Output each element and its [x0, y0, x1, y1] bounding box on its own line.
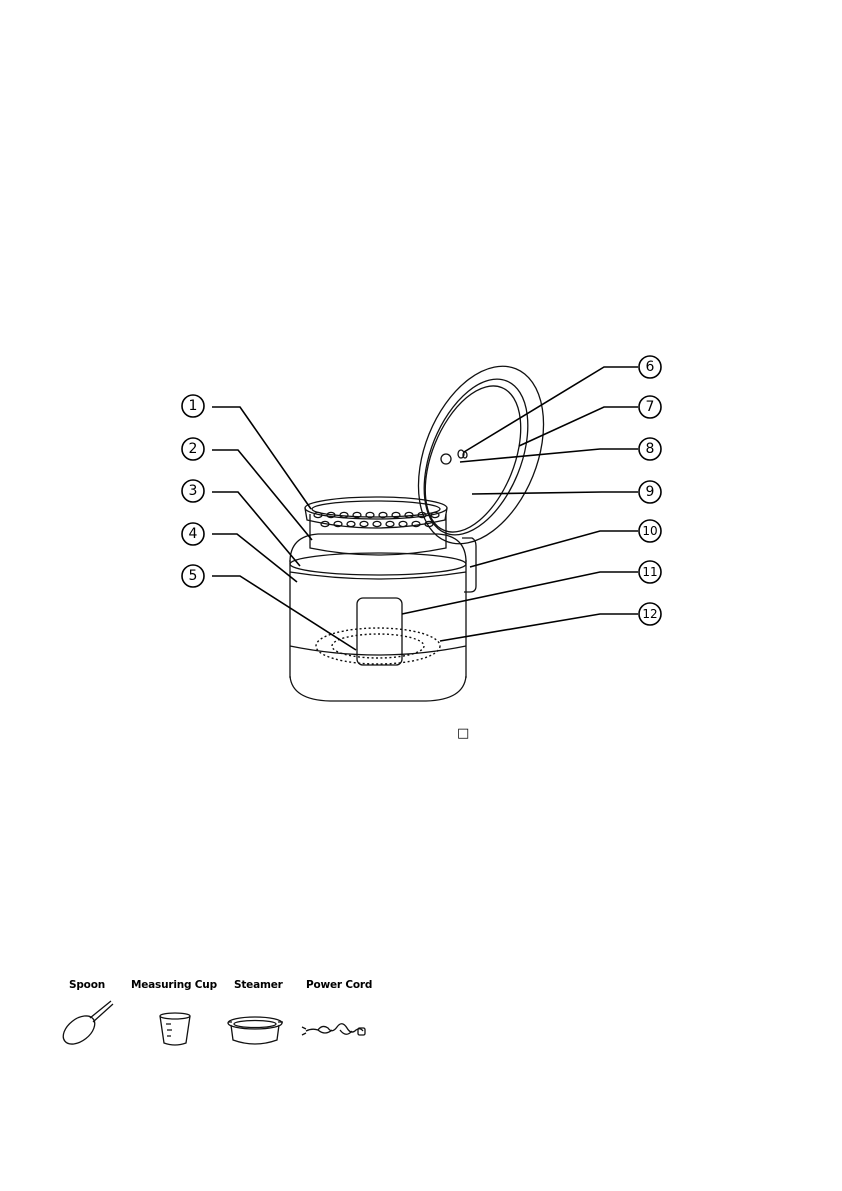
steamer-hole	[417, 511, 427, 519]
body-bottom	[289, 675, 467, 702]
hinge	[462, 537, 477, 593]
callout-circle-11	[638, 560, 662, 584]
steamer-hole	[398, 520, 408, 528]
rim-band	[289, 552, 467, 576]
callout-circle-1	[181, 394, 205, 418]
steamer-wall	[304, 507, 448, 529]
steamer-hole	[378, 511, 388, 519]
callout-circle-5	[181, 564, 205, 588]
steamer-hole	[404, 511, 414, 519]
steamer-hole	[430, 511, 440, 519]
callout-circle-8	[638, 437, 662, 461]
steamer-holes	[313, 511, 440, 528]
leader-line-11	[401, 571, 638, 615]
steamer-hole	[320, 520, 330, 528]
callout-number-5: 5	[189, 568, 198, 584]
lid-inner-plate	[424, 385, 522, 533]
steam-valve-cap-inner	[462, 451, 468, 459]
heating-plate-outer	[315, 627, 441, 665]
leader-line-4	[212, 533, 298, 583]
callout-number-11: 11	[642, 565, 657, 579]
base-band	[289, 645, 467, 656]
leader-line-1	[212, 406, 312, 510]
leader-line-2	[212, 449, 313, 541]
callout-number-9: 9	[646, 484, 655, 500]
leader-line-12	[439, 613, 638, 642]
steamer-hole	[339, 511, 349, 519]
steamer-hole	[372, 520, 382, 528]
callout-circle-2	[181, 437, 205, 461]
rice-cooker-illustration	[289, 365, 545, 702]
steamer-basket	[304, 496, 448, 529]
steamer-hole	[391, 511, 401, 519]
cooker-top-rim	[289, 533, 467, 563]
leader-line-10	[469, 530, 638, 568]
steamer-hole	[359, 520, 369, 528]
callout-number-10: 10	[642, 524, 657, 538]
measuring-cup-icon	[159, 1012, 191, 1046]
steamer-hole	[365, 511, 375, 519]
leader-line-3	[212, 491, 301, 567]
box-glyph: □	[457, 726, 470, 741]
callout-circle-6	[638, 355, 662, 379]
leader-line-5	[212, 575, 357, 651]
callout-number-2: 2	[189, 441, 198, 457]
leader-line-6	[463, 366, 638, 453]
leader-line-9	[471, 491, 638, 495]
callout-number-1: 1	[189, 398, 198, 414]
callout-number-8: 8	[646, 441, 655, 457]
leader-line-8	[459, 448, 638, 463]
callout-circle-4	[181, 522, 205, 546]
heating-plate-inner	[331, 633, 425, 659]
inner-pot	[309, 514, 447, 556]
steamer-hole	[346, 520, 356, 528]
accessory-label-power-cord: Power Cord	[306, 979, 373, 991]
steamer-hole	[326, 511, 336, 519]
steamer-hole	[385, 520, 395, 528]
rim-band-lower	[289, 571, 467, 580]
callout-circle-12	[638, 602, 662, 626]
steamer-hole	[424, 520, 434, 528]
control-panel-window	[356, 597, 403, 666]
power-cord-icon	[301, 1023, 366, 1036]
callout-circle-7	[638, 395, 662, 419]
callouts-right: 6 7 8 9 10 11 12	[401, 355, 662, 642]
callout-number-7: 7	[646, 399, 655, 415]
callout-circle-3	[181, 479, 205, 503]
steam-valve-cap	[457, 449, 465, 459]
accessory-label-spoon: Spoon	[69, 979, 105, 991]
steamer-hole	[411, 520, 421, 528]
leader-line-7	[518, 406, 638, 447]
steamer-hole	[333, 520, 343, 528]
steamer-icon	[227, 1016, 283, 1045]
callout-number-6: 6	[646, 359, 655, 375]
callout-number-3: 3	[189, 483, 198, 499]
steamer-hole	[352, 511, 362, 519]
callout-circle-9	[638, 480, 662, 504]
callout-circle-10	[638, 519, 662, 543]
callout-number-4: 4	[189, 526, 198, 542]
spoon-icon	[62, 1000, 114, 1045]
steamer-hole	[313, 511, 323, 519]
steamer-rim-inner	[311, 500, 441, 518]
accessory-label-steamer: Steamer	[234, 979, 283, 991]
callout-number-12: 12	[642, 607, 657, 621]
callouts-left: 1 2 3 4 5	[181, 394, 357, 651]
lid-inner-seal	[423, 378, 529, 536]
accessory-label-measuring-cup: Measuring Cup	[131, 979, 217, 991]
steam-valve	[440, 453, 452, 465]
